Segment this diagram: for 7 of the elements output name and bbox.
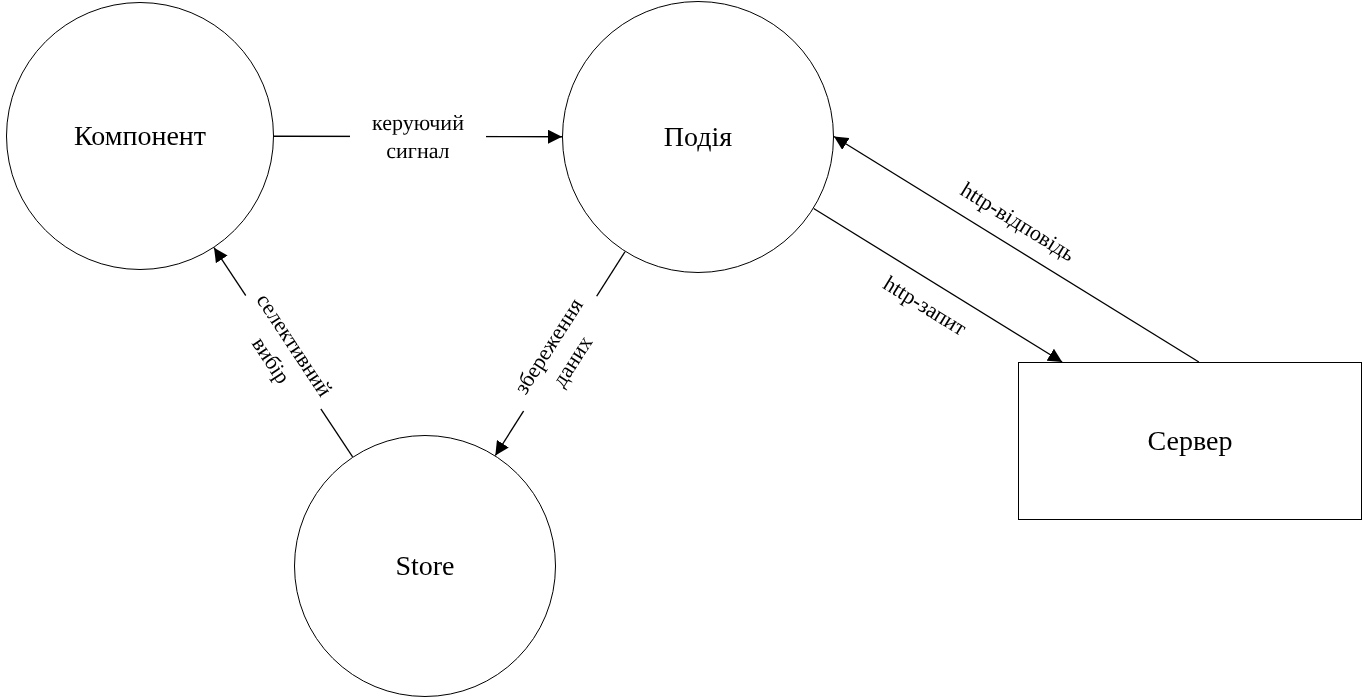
process-box xyxy=(1018,362,1362,520)
node-label: Store xyxy=(395,550,455,582)
arrow xyxy=(813,207,1063,363)
node-label: Сервер xyxy=(1147,425,1233,457)
node-label: Подія xyxy=(663,121,733,153)
node-label: Компонент xyxy=(73,120,207,152)
arrow xyxy=(833,135,1200,363)
